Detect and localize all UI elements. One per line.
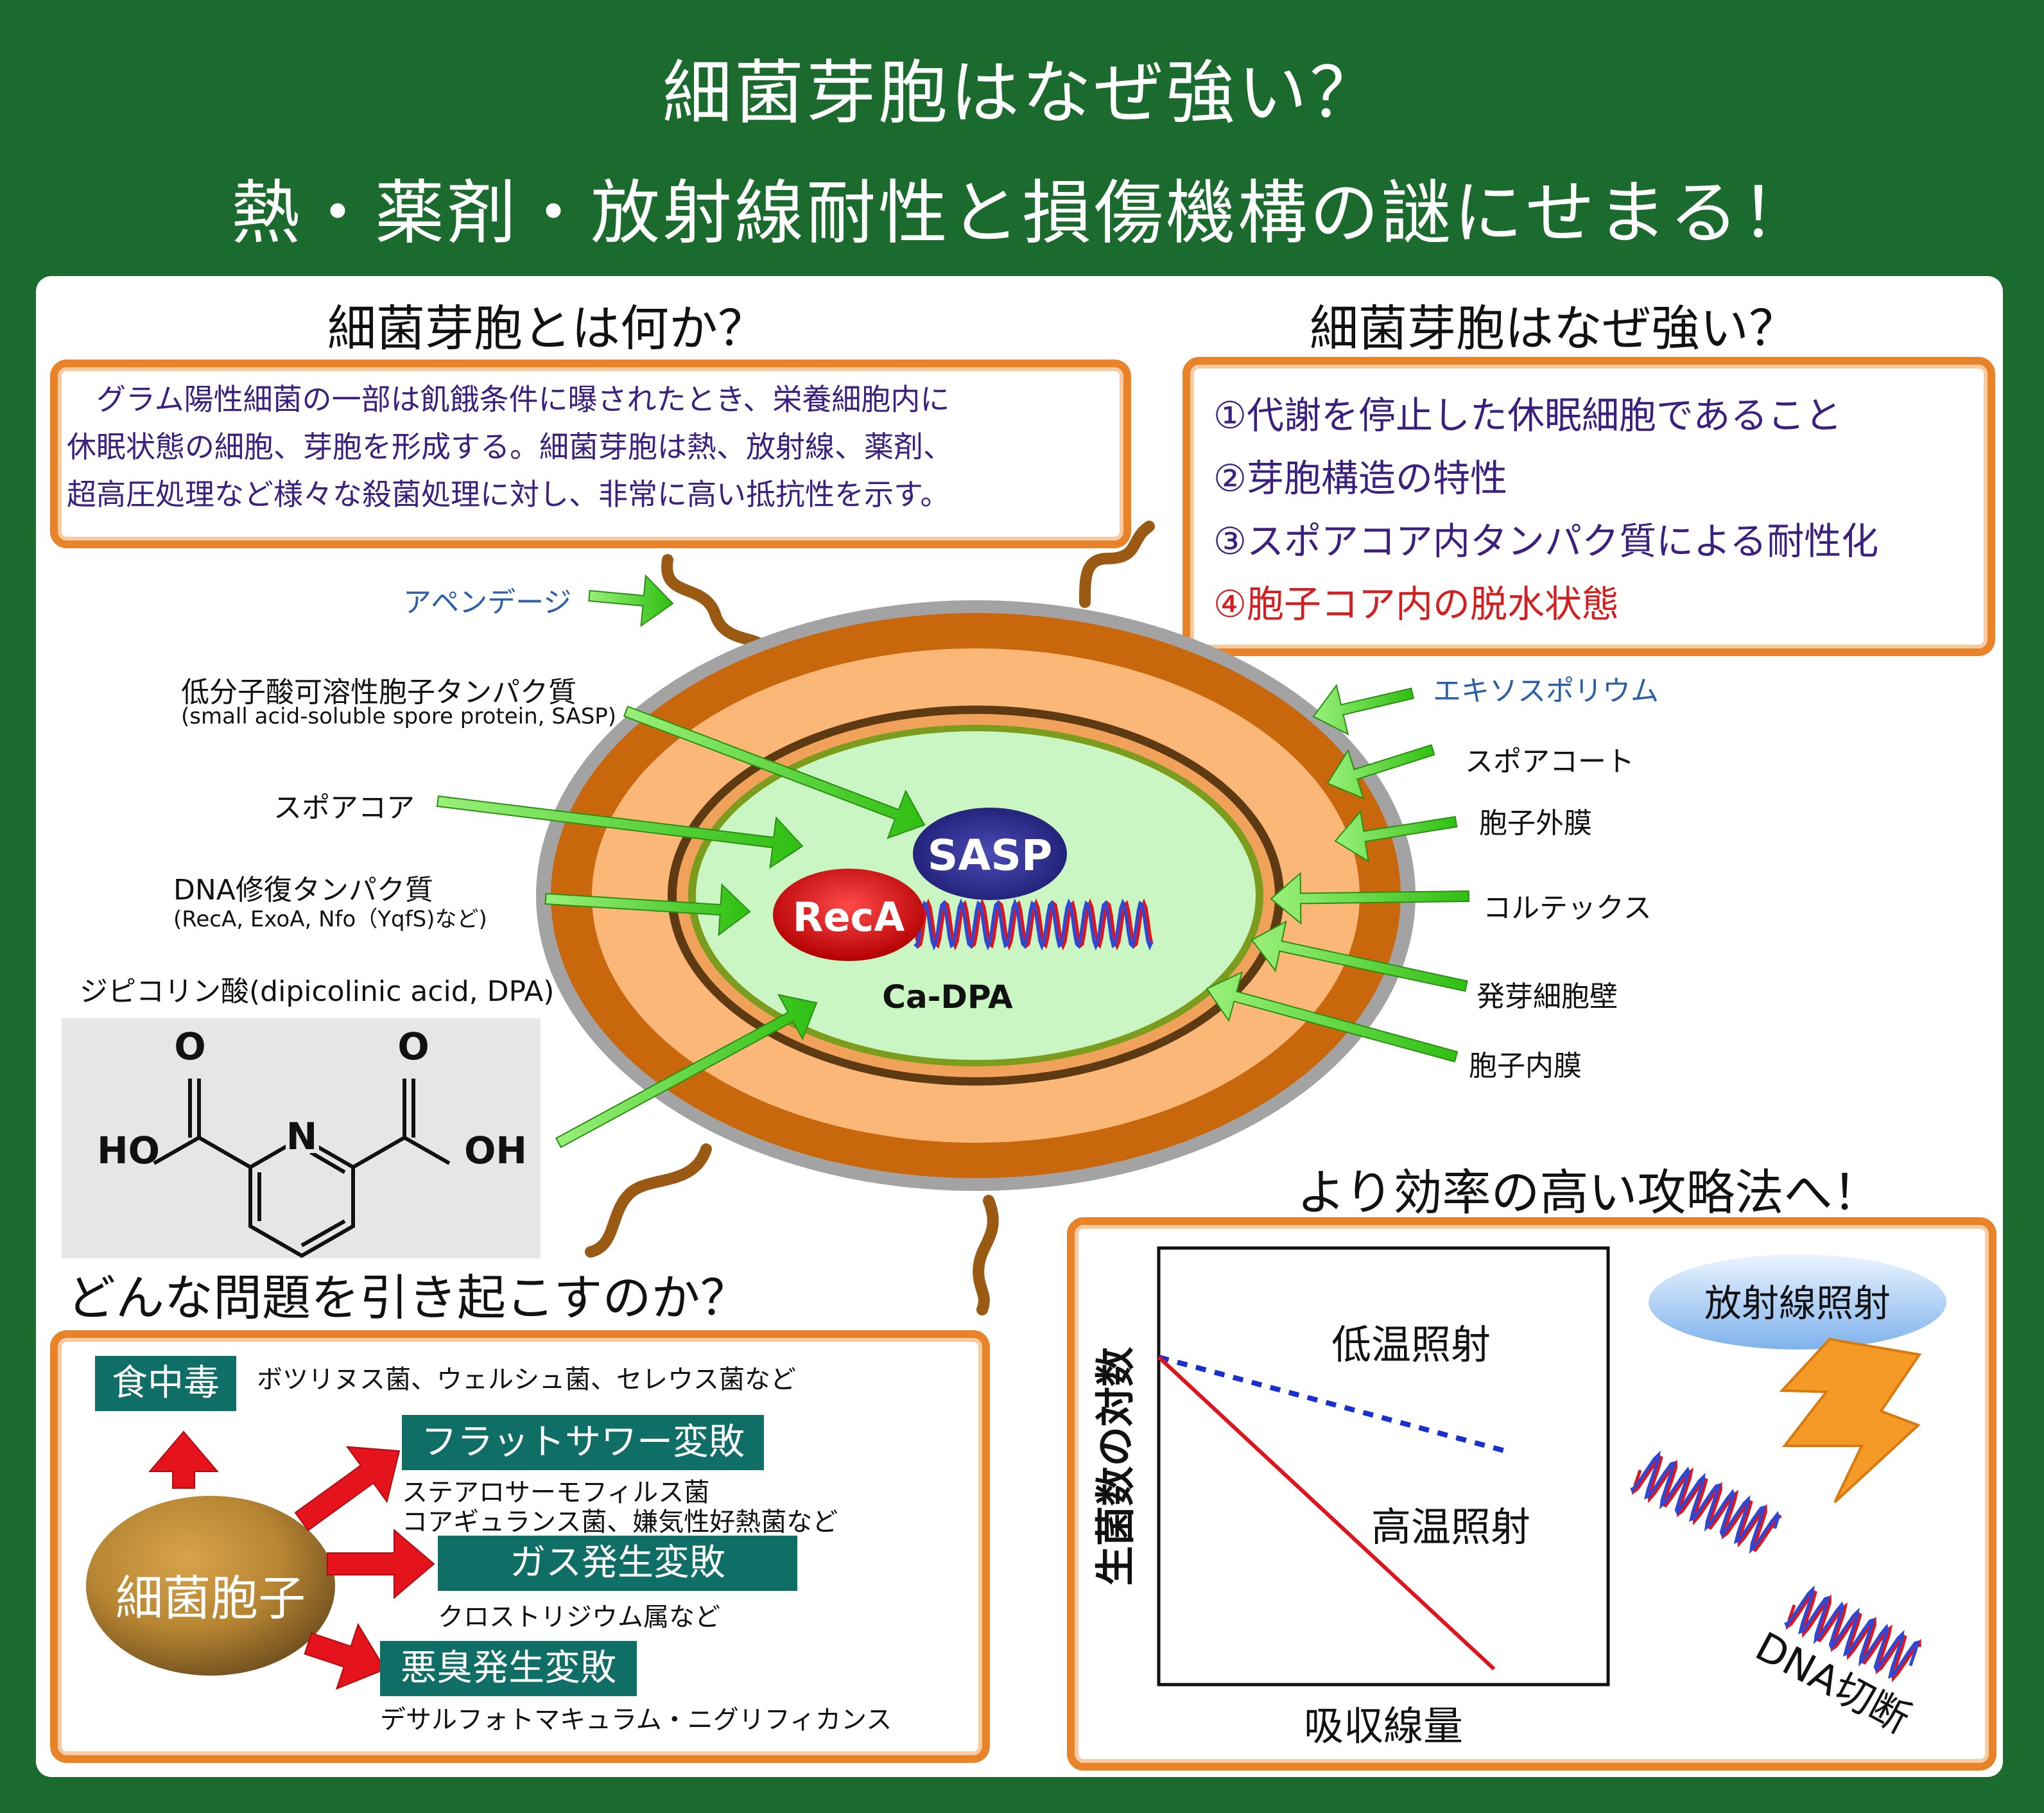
odor-spoilage-box: 悪臭発生変敗 (380, 1641, 637, 1696)
dpa-atom-oh: OH (464, 1129, 527, 1172)
title-line-2: 熱・薬剤・放射線耐性と損傷機構の謎にせまる！ (230, 173, 1813, 254)
sasp-name-sub: (small acid-soluble spore protein, SASP) (181, 704, 617, 729)
odor-spoilage-examples: デサルフォトマキュラム・ニグリフィカンス (380, 1705, 892, 1735)
lightning-bolt-icon (1779, 1337, 1922, 1504)
efficient-heading: より効率の高い攻略法へ！ (1297, 1164, 1882, 1221)
what-is-heading: 細菌芽胞とは何か？ (327, 300, 766, 357)
broken-dna-strand (1630, 1450, 1780, 1554)
germ-wall-label: 発芽細胞壁 (1477, 980, 1618, 1013)
spore-coat-arrow (1326, 744, 1435, 800)
radiation-cloud (1649, 1254, 1946, 1349)
series-line-0 (1157, 1355, 1505, 1453)
why-strong-heading: 細菌芽胞はなぜ強い？ (1310, 300, 1797, 357)
dpa-atom-ho: HO (97, 1129, 160, 1172)
cortex-arrow (1270, 872, 1470, 925)
gas-spoilage-box: ガス発生変敗 (438, 1536, 797, 1591)
sasp-name-label: 低分子酸可溶性胞子タンパク質 (181, 676, 576, 709)
what-is-line-3: 超高圧処理など様々な殺菌処理に対し、非常に高い抵抗性を示す。 (67, 477, 950, 512)
sasp-label: SASP (928, 831, 1053, 880)
bacterial-spore-ellipse (86, 1496, 335, 1676)
flat-sour-examples-1: ステアロサーモフィルス菌 (402, 1478, 710, 1507)
broken-dna-strand (1784, 1585, 1920, 1679)
flat-sour-arrow (294, 1446, 401, 1532)
series-label-high-temp: 高温照射 (1371, 1504, 1530, 1550)
sasp-protein (913, 808, 1067, 900)
dna-repair-label: DNA修復タンパク質 (173, 874, 433, 906)
plot-frame (1157, 1246, 1610, 1687)
food-poisoning-examples: ボツリヌス菌、ウェルシュ菌、セレウス菌など (257, 1365, 796, 1394)
dpa-label: ジピコリン酸(dipicolinic acid, DPA) (80, 975, 555, 1008)
appendage-arrow (588, 574, 674, 627)
cortex-label: コルテックス (1483, 892, 1652, 924)
sasp-arrow (623, 706, 926, 839)
what-is-box (50, 360, 1131, 548)
appendage (1079, 521, 1155, 608)
x-axis-label: 吸収線量 (1304, 1703, 1463, 1749)
dpa-atom-o-right: O (397, 1025, 429, 1068)
reason-4: ④胞子コア内の脱水状態 (1213, 582, 1619, 626)
germ-wall-arrow (1251, 920, 1468, 992)
gas-spoilage-arrow (327, 1529, 435, 1599)
bacterial-spore-label: 細菌胞子 (116, 1571, 306, 1626)
food-poisoning-box: 食中毒 (95, 1356, 236, 1411)
dna-repair-arrow (544, 883, 751, 937)
appendage (585, 1143, 712, 1258)
dpa-structure (153, 1079, 451, 1258)
what-is-line-2: 休眠状態の細胞、芽胞を形成する。細菌芽胞は熱、放射線、薬剤、 (67, 429, 953, 464)
reason-2: ②芽胞構造の特性 (1213, 456, 1507, 500)
broken-dna-strand (1631, 1455, 1782, 1552)
appendage-label: アペンデージ (403, 586, 572, 619)
reca-label: RecA (793, 894, 905, 941)
reason-3: ③スポアコア内タンパク質による耐性化 (1213, 519, 1879, 563)
inner-membrane-label: 胞子内膜 (1469, 1050, 1582, 1082)
dna-repair-sub: (RecA, ExoA, Nfo（YqfS)など) (173, 906, 487, 932)
odor-spoilage-arrow (304, 1623, 386, 1690)
ca-dpa-label: Ca-DPA (882, 978, 1013, 1016)
outer-membrane-label: 胞子外膜 (1479, 807, 1592, 840)
broken-dna-strand (1785, 1590, 1921, 1683)
radiation-label: 放射線照射 (1704, 1281, 1891, 1325)
reca-protein (773, 869, 924, 961)
why-strong-box (1182, 357, 1995, 656)
outer-membrane-arrow (1334, 810, 1458, 863)
spore-coat-label: スポアコート (1465, 745, 1634, 778)
dna-strand (914, 898, 1154, 951)
flat-sour-box: フラットサワー変敗 (402, 1415, 764, 1470)
food-poisoning-arrow (148, 1430, 219, 1489)
exosporium-arrow (1312, 684, 1414, 736)
y-axis-label: 生菌数の対数 (1092, 1347, 1139, 1586)
dpa-atom-n: N (286, 1115, 318, 1158)
exosporium-label: エキソスポリウム (1433, 675, 1659, 707)
spore-core-arrow (436, 795, 804, 869)
problems-heading: どんな問題を引き起こすのか？ (67, 1269, 749, 1326)
dpa-atom-o-left: O (174, 1025, 205, 1068)
spore-core-label: スポアコア (273, 792, 415, 824)
appendage (973, 1195, 999, 1315)
reason-1: ①代謝を停止した休眠細胞であること (1213, 394, 1842, 437)
dpa-arrow (555, 994, 818, 1149)
series-line-1 (1157, 1355, 1496, 1670)
title-line-1: 細菌芽胞はなぜ強い？ (662, 53, 1381, 134)
inner-membrane-arrow (1206, 971, 1459, 1063)
series-label-low-temp: 低温照射 (1331, 1321, 1491, 1368)
gas-spoilage-examples: クロストリジウム属など (438, 1602, 720, 1632)
appendage (661, 554, 773, 654)
what-is-line-1: グラム陽性細菌の一部は飢餓条件に曝されたとき、栄養細胞内に (67, 382, 950, 417)
flat-sour-examples-2: コアギュランス菌、嫌気性好熱菌など (402, 1507, 838, 1537)
